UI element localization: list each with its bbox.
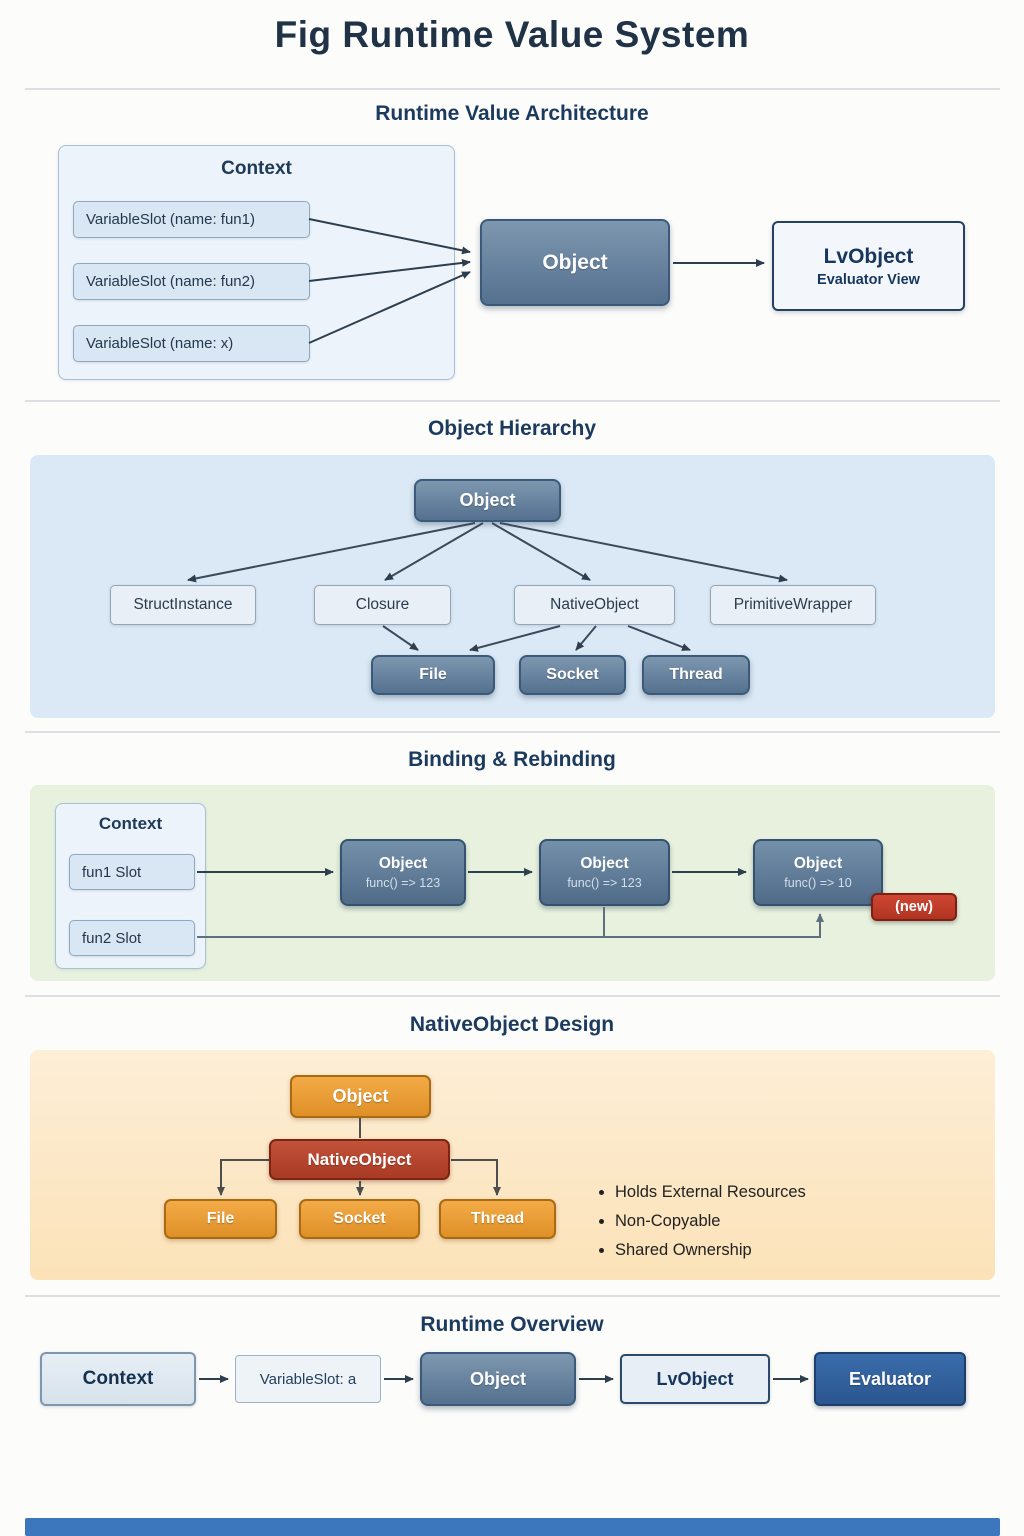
- binding-object-3-value: func() => 10: [784, 876, 852, 890]
- architecture-object-node: Object: [480, 219, 670, 306]
- binding-object-1: Object func() => 123: [340, 839, 466, 906]
- section-divider: [25, 400, 1000, 402]
- native-leaf-socket: Socket: [299, 1199, 420, 1239]
- native-leaf-thread: Thread: [439, 1199, 556, 1239]
- section-header-overview: Runtime Overview: [420, 1313, 604, 1336]
- overview-context-node: Context: [40, 1352, 196, 1406]
- hierarchy-node-primitivewrapper: PrimitiveWrapper: [710, 585, 876, 625]
- binding-object-2-title: Object: [580, 855, 629, 872]
- binding-context-label: Context: [98, 814, 163, 833]
- binding-object-1-title: Object: [378, 855, 428, 872]
- binding-object-2: Object func() => 123: [539, 839, 670, 906]
- native-object-root: Object: [290, 1075, 431, 1118]
- hierarchy-leaf-thread: Thread: [642, 655, 750, 695]
- bullet-item: Shared Ownership: [615, 1241, 945, 1260]
- hierarchy-leaf-socket: Socket: [519, 655, 626, 695]
- binding-slot-fun1: fun1 Slot: [69, 854, 195, 890]
- lvobject-subtitle: Evaluator View: [817, 271, 920, 288]
- native-nativeobject-node: NativeObject: [269, 1139, 450, 1180]
- hierarchy-panel: Object StructInstance Closure NativeObje…: [30, 455, 995, 718]
- binding-object-2-value: func() => 123: [567, 876, 642, 890]
- section-header-architecture: Runtime Value Architecture: [375, 102, 649, 125]
- bullet-item: Holds External Resources: [615, 1183, 945, 1202]
- overview-lvobject-node: LvObject: [620, 1354, 770, 1404]
- lvobject-title: LvObject: [823, 244, 914, 268]
- section-header-native: NativeObject Design: [409, 1013, 615, 1036]
- binding-slot-fun2: fun2 Slot: [69, 920, 195, 956]
- binding-object-3-title: Object: [793, 855, 843, 872]
- overview-evaluator-node: Evaluator: [814, 1352, 966, 1406]
- section-divider: [25, 88, 1000, 90]
- overview-variableslot-node: VariableSlot: a: [235, 1355, 381, 1403]
- variable-slot-fun2: VariableSlot (name: fun2): [73, 263, 310, 300]
- hierarchy-leaf-file: File: [371, 655, 495, 695]
- binding-object-1-value: func() => 123: [365, 876, 441, 890]
- hierarchy-node-structinstance: StructInstance: [110, 585, 256, 625]
- section-divider: [25, 731, 1000, 733]
- bullet-item: Non-Copyable: [615, 1212, 945, 1231]
- native-leaf-file: File: [164, 1199, 277, 1239]
- hierarchy-node-closure: Closure: [314, 585, 451, 625]
- section-divider: [25, 1295, 1000, 1297]
- new-badge: (new): [871, 893, 957, 921]
- variable-slot-fun1: VariableSlot (name: fun1): [73, 201, 310, 238]
- native-bullet-list: Holds External Resources Non-Copyable Sh…: [595, 1183, 945, 1270]
- binding-context-panel: Context fun1 Slot fun2 Slot: [55, 803, 206, 969]
- binding-panel: Context fun1 Slot fun2 Slot Object func(…: [30, 785, 995, 981]
- page-title: Fig Runtime Value System: [274, 14, 750, 55]
- hierarchy-node-nativeobject: NativeObject: [514, 585, 675, 625]
- section-header-hierarchy: Object Hierarchy: [427, 417, 597, 440]
- section-header-binding: Binding & Rebinding: [408, 748, 616, 771]
- context-label: Context: [221, 158, 292, 179]
- architecture-context-panel: Context VariableSlot (name: fun1) Variab…: [58, 145, 455, 380]
- binding-object-3: Object func() => 10: [753, 839, 883, 906]
- native-panel: Object NativeObject File Socket Thread H…: [30, 1050, 995, 1280]
- footer-bar: [25, 1518, 1000, 1536]
- variable-slot-x: VariableSlot (name: x): [73, 325, 310, 362]
- hierarchy-object-root: Object: [414, 479, 561, 522]
- overview-object-node: Object: [420, 1352, 576, 1406]
- section-divider: [25, 995, 1000, 997]
- lvobject-node: LvObject Evaluator View: [772, 221, 965, 311]
